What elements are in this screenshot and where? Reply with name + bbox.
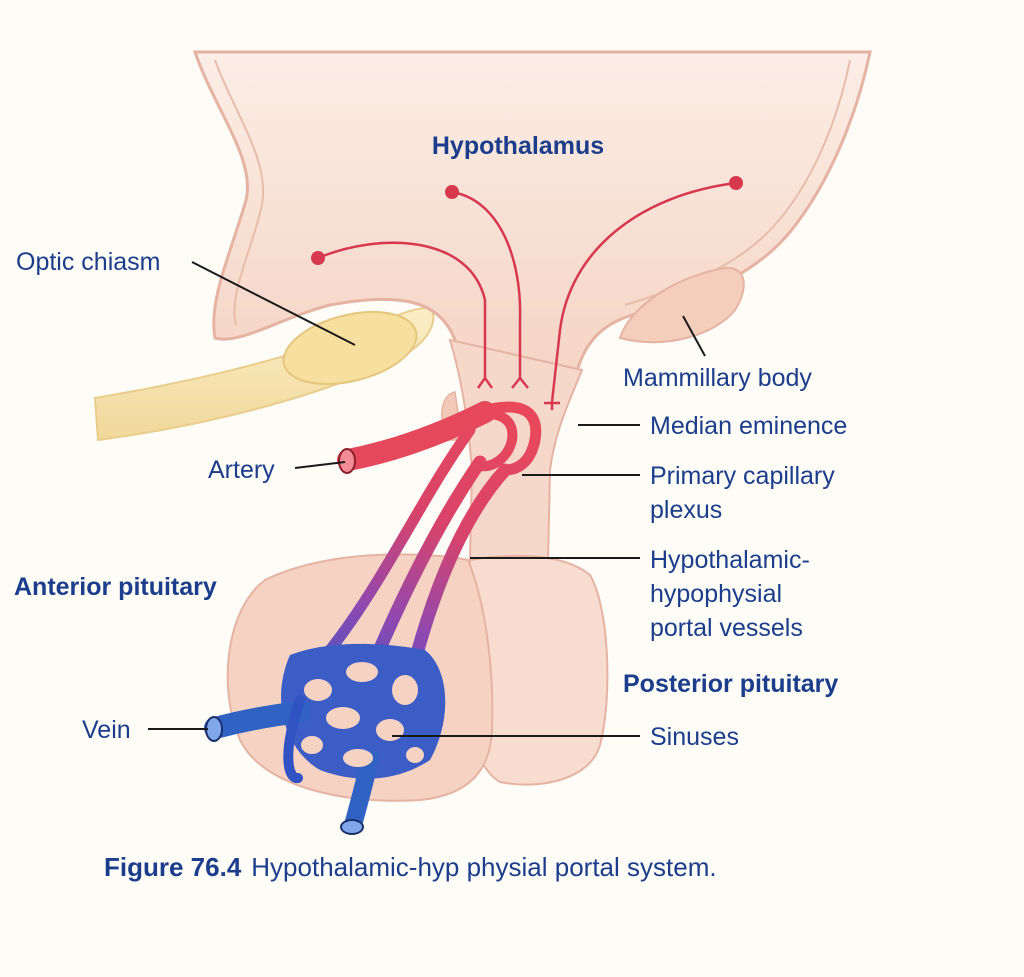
neuron-axon [451,190,522,378]
posterior-pituitary [469,554,609,786]
sinus-network [204,643,446,834]
vein-branch-opening [340,819,364,835]
vein-branch [344,751,379,834]
figure-number: Figure 76.4 [104,852,242,882]
label-mammillary-body: Mammillary body [623,364,812,392]
figure-caption-text: Hypothalamic-hyp physial portal system. [251,852,717,882]
label-primary-capillary-plexus-line1: Primary capillary [650,462,835,490]
vein-opening [205,716,223,742]
label-median-eminence: Median eminence [650,412,847,440]
neuron-cell-body [729,176,743,190]
label-portal-vessels-line2: hypophysial [650,580,782,608]
leader-lines [148,261,706,737]
optic-chiasm [282,311,418,385]
label-vein: Vein [82,716,131,744]
label-portal-vessels-line1: Hypothalamic- [650,546,810,574]
hypothalamus-tissue [192,50,872,427]
neurosecretory-neurons [317,181,737,410]
label-artery: Artery [208,456,275,484]
axon-terminal [511,375,529,389]
label-posterior-pituitary: Posterior pituitary [623,670,838,698]
axon-terminal [544,401,560,410]
portal-vessel [324,424,476,656]
sinus-hole [304,679,332,701]
sinus-hole [346,662,378,682]
neuron-cell-body [311,251,325,265]
sinus-hole [392,675,418,705]
label-optic-chiasm: Optic chiasm [16,248,160,276]
label-hypothalamus: Hypothalamus [432,132,604,160]
leader-mammillary-body [682,315,706,357]
artery-opening [338,448,356,474]
neuron-axon [317,241,487,378]
label-sinuses: Sinuses [650,723,739,751]
leader-artery [294,461,346,469]
axon-terminal [476,375,494,389]
sinus-hole [376,719,404,741]
neuron-axon [550,181,737,403]
sinus-hole [301,736,323,754]
leader-optic-chiasm [191,261,356,346]
mammillary-body [618,266,745,344]
neuron-cell-body [445,185,459,199]
sinus-hole [326,707,360,729]
sinus-hole [406,747,424,763]
label-portal-vessels-line3: portal vessels [650,614,803,642]
label-primary-capillary-plexus-line2: plexus [650,496,722,524]
primary-capillary-loop [465,409,518,472]
figure-caption: Figure 76.4 Hypothalamic-hyp physial port… [104,852,717,883]
label-anterior-pituitary: Anterior pituitary [14,573,217,601]
vessel-stub [283,695,305,784]
sinus-hole [343,749,373,767]
primary-capillary-loop [474,401,542,476]
portal-vessel [368,455,487,667]
